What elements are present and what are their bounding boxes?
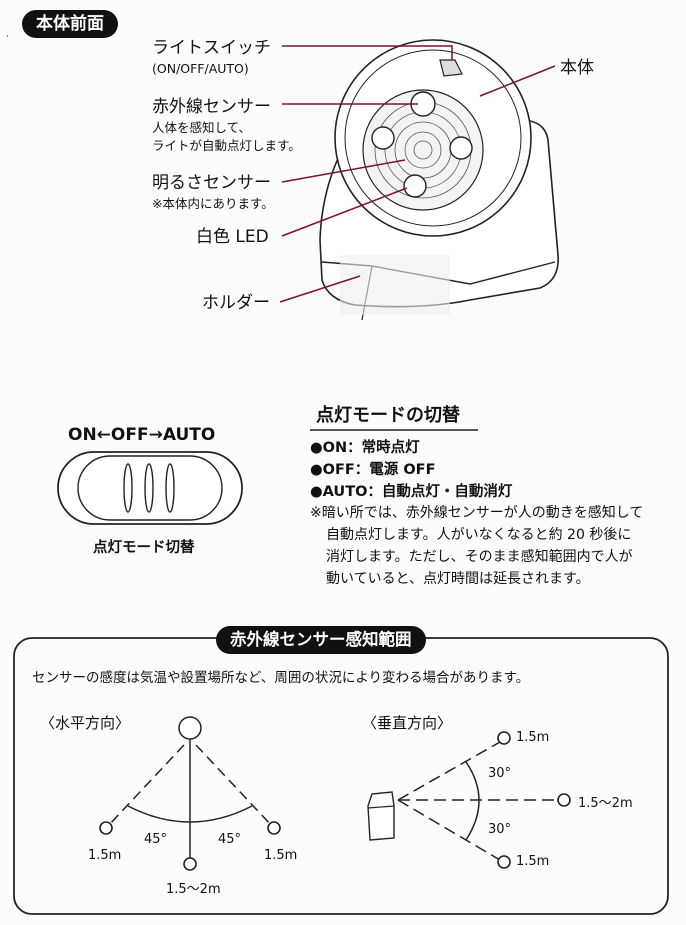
horizontal-angle-right: 45° — [218, 832, 242, 847]
ir-sensor-sub1: 人体を感知して、 — [152, 120, 252, 135]
brightness-sensor-sub: ※本体内にあります。 — [152, 196, 274, 211]
vertical-dist-center: 1.5〜2m — [578, 796, 633, 811]
front-section-title: 本体前面 — [22, 10, 118, 38]
light-switch-label: ライトスイッチ — [152, 38, 271, 58]
mode-note-line2: 自動点灯します。人がいなくなると約 20 秒後に — [326, 527, 632, 543]
brightness-sensor-label: 明るさセンサー — [152, 173, 271, 193]
mode-item-off: ●OFF：電源 OFF — [310, 462, 436, 478]
ir-sensor-label: 赤外線センサー — [152, 97, 271, 117]
vertical-dist-bottom: 1.5m — [516, 854, 550, 869]
mode-item-on: ●ON：常時点灯 — [310, 440, 420, 456]
switch-caption: 点灯モード切替 — [93, 540, 195, 556]
switch-positions: ON←OFF→AUTO — [68, 425, 216, 445]
vertical-angle-bottom: 30° — [488, 822, 512, 837]
vertical-angle-top: 30° — [488, 766, 512, 781]
ir-sensor-sub2: ライトが自動点灯します。 — [152, 138, 301, 153]
mode-title: 点灯モードの切替 — [316, 405, 460, 426]
vertical-dist-top: 1.5m — [516, 730, 550, 745]
horizontal-heading: 〈水平方向〉 — [40, 714, 131, 732]
mode-note-line1: ※暗い所では、赤外線センサーが人の動きを感知して — [310, 505, 644, 521]
vertical-heading: 〈垂直方向〉 — [362, 714, 453, 732]
white-led-label: 白色 LED — [196, 227, 269, 247]
horizontal-dist-left: 1.5m — [88, 848, 122, 863]
light-switch-sub: (ON/OFF/AUTO) — [152, 61, 249, 76]
horizontal-dist-right: 1.5m — [264, 848, 298, 863]
mode-note-line3: 消灯します。ただし、そのまま感知範囲内で人が — [326, 549, 633, 565]
mode-note-line4: 動いていると、点灯時間は延長されます。 — [326, 571, 590, 587]
body-label: 本体 — [560, 58, 594, 78]
mode-item-auto: ●AUTO：自動点灯・自動消灯 — [310, 484, 513, 500]
horizontal-dist-center: 1.5〜2m — [166, 882, 221, 897]
horizontal-angle-left: 45° — [144, 832, 168, 847]
bullet-mark: · — [6, 32, 9, 42]
range-intro: センサーの感度は気温や設置場所など、周囲の状況により変わる場合があります。 — [32, 670, 530, 686]
range-section-title: 赤外線センサー感知範囲 — [216, 626, 426, 654]
holder-label: ホルダー — [202, 293, 270, 313]
